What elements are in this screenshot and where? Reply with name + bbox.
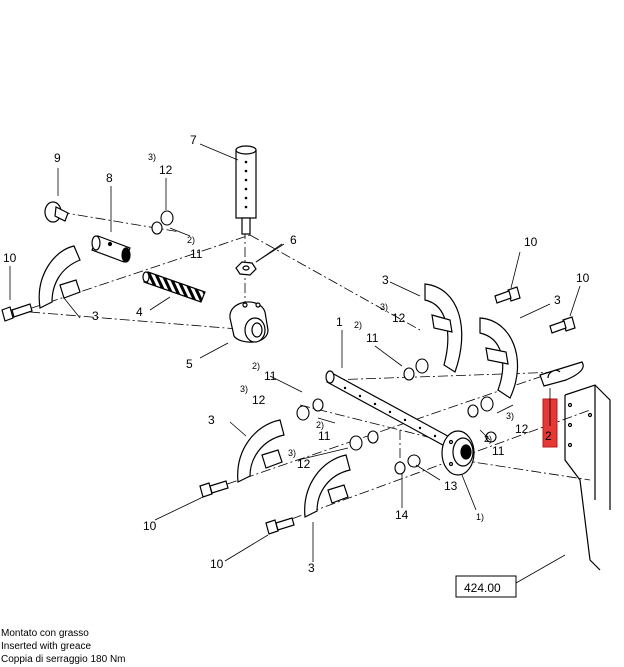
note-torque: Coppia di serraggio 180 Nm: [1, 654, 126, 665]
tine-lower-left: [237, 419, 285, 483]
pin: [44, 201, 69, 223]
reference-box: 424.00: [455, 575, 517, 598]
footnote-mark-2: 2): [252, 361, 260, 371]
label-part-11: 11: [318, 429, 331, 443]
label-part-3: 3: [308, 561, 315, 575]
label-part-10: 10: [3, 251, 17, 265]
shaft-flange: [441, 430, 475, 476]
bushings-and-nuts: [151, 210, 497, 475]
label-part-5: 5: [186, 357, 193, 371]
part-labels: 9 8 12 3) 11 2) 7 6 10 3 4 5 3 10 10 3 1…: [3, 133, 590, 575]
label-part-10: 10: [524, 235, 538, 249]
label-part-12: 12: [392, 311, 406, 325]
label-part-2: 2: [545, 429, 552, 443]
center-lines: [13, 175, 591, 526]
label-part-6: 6: [290, 233, 297, 247]
footnote-mark-3: 3): [240, 384, 248, 394]
footnotes: Montato con grasso Inserted with greace …: [1, 627, 126, 666]
label-part-12: 12: [252, 393, 266, 407]
label-part-4: 4: [136, 305, 143, 319]
sleeve: [91, 235, 131, 263]
label-part-7: 7: [190, 133, 197, 147]
bolt-lower-1: [199, 480, 229, 498]
footnote-mark-2: 2): [187, 235, 195, 245]
label-part-13: 13: [444, 479, 458, 493]
bolt-upper-right-2: [549, 316, 576, 334]
footnote-mark-2: 2): [354, 320, 362, 330]
footnote-mark-2: 2): [316, 420, 324, 430]
footnote-mark-2: 2): [484, 434, 492, 444]
label-part-10: 10: [143, 519, 157, 533]
label-part-11: 11: [366, 331, 379, 345]
label-part-12: 12: [159, 163, 173, 177]
label-part-11: 11: [190, 247, 203, 261]
note-assembly-grease-en: Inserted with greace: [1, 641, 92, 652]
highlight-part-2: 2: [542, 388, 558, 448]
bolt-upper-right-1: [494, 286, 521, 304]
knurled-shaft: [142, 271, 206, 303]
label-part-11: 11: [264, 369, 277, 383]
bolt-lower-2: [265, 517, 295, 535]
footnote-mark-3: 3): [148, 152, 156, 162]
label-part-1: 1: [336, 315, 343, 329]
tine-upper-right-1: [424, 283, 463, 373]
footnote-mark-1: 1): [476, 512, 484, 522]
label-part-11: 11: [492, 444, 505, 458]
tine-lower-center: [304, 454, 351, 518]
label-part-3: 3: [382, 273, 389, 287]
bolt-left: [1, 303, 33, 322]
label-part-12: 12: [515, 422, 529, 436]
label-part-3: 3: [554, 293, 561, 307]
label-part-3: 3: [208, 413, 215, 427]
footnote-mark-3: 3): [288, 448, 296, 458]
main-shaft: [325, 370, 456, 451]
reference-number: 424.00: [464, 581, 501, 595]
tine-left: [38, 245, 81, 309]
leader-lines: [9, 143, 581, 584]
label-part-10: 10: [210, 557, 224, 571]
label-part-12: 12: [297, 457, 311, 471]
nut: [235, 261, 257, 276]
footnote-mark-3: 3): [506, 411, 514, 421]
label-part-3: 3: [92, 309, 99, 323]
label-part-9: 9: [54, 151, 61, 165]
spring-clip: [539, 361, 584, 387]
footnote-mark-3: 3): [380, 302, 388, 312]
vertical-rod: [235, 145, 257, 235]
tine-upper-right-2: [479, 317, 519, 399]
frame: [564, 384, 611, 571]
label-part-14: 14: [395, 508, 409, 522]
note-assembly-grease-it: Montato con grasso: [1, 628, 89, 639]
label-part-10: 10: [576, 271, 590, 285]
hub: [229, 301, 269, 343]
label-part-8: 8: [106, 171, 113, 185]
